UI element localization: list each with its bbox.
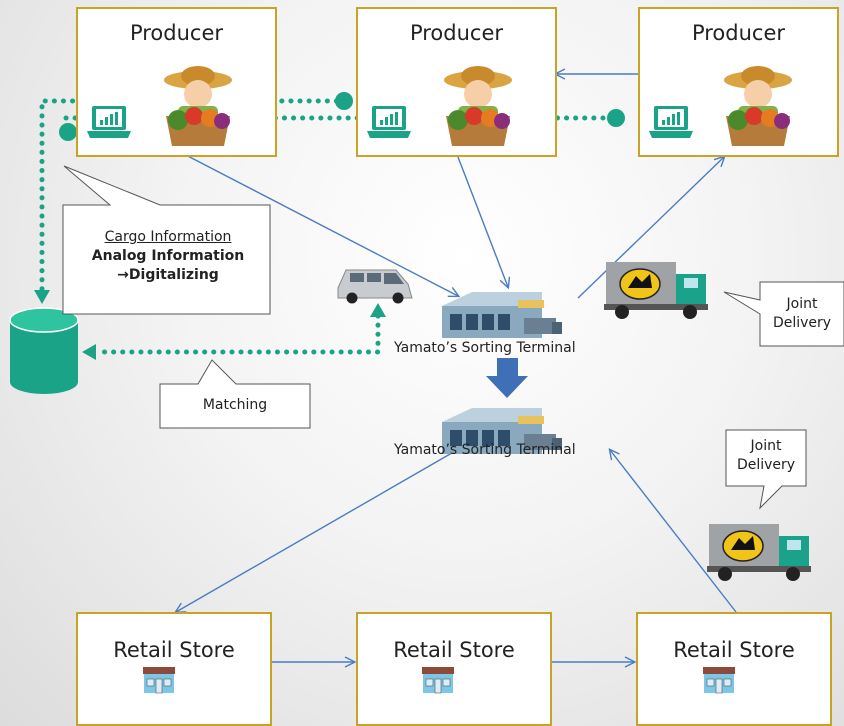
delivery-truck-icon	[706, 523, 812, 582]
flow-arrow-producer1-terminal	[179, 151, 458, 296]
producer-label: Producer	[129, 21, 224, 45]
shop-icon	[702, 666, 736, 694]
flow-arrow-terminal-producer3	[577, 157, 724, 299]
producer-label: Producer	[691, 21, 786, 45]
data-dot-producer1	[59, 123, 77, 141]
shop-icon	[142, 666, 176, 694]
digitalizing-text: →Digitalizing	[117, 267, 219, 283]
data-line-bottom	[93, 313, 381, 355]
callout-joint-delivery-1-text: Joint Delivery	[760, 295, 844, 333]
farmer-with-vegetables-icon	[444, 66, 512, 146]
callout-cargo-text: Cargo Information Analog Information →Di…	[66, 228, 270, 285]
retail-store-box-2: Retail Store	[356, 612, 552, 726]
data-arrowhead-db	[34, 290, 50, 304]
down-arrow	[486, 358, 528, 398]
flow-arrow-terminal2-store1	[176, 445, 465, 612]
flow-arrow-producer2-terminal	[457, 156, 508, 287]
data-line-top	[39, 98, 345, 301]
retail-store-label: Retail Store	[393, 638, 515, 662]
data-dot-producer2	[335, 92, 353, 110]
callout-joint-delivery-2-text: Joint Delivery	[726, 437, 806, 475]
joint-text: Joint	[750, 438, 782, 454]
terminal-label-1: Yamato’s Sorting Terminal	[394, 340, 576, 356]
callout-joint-delivery-2-shape	[725, 429, 807, 510]
shop-icon	[421, 666, 455, 694]
cargo-info-heading: Cargo Information	[104, 229, 232, 245]
delivery-text: Delivery	[772, 315, 832, 331]
delivery-text: Delivery	[736, 457, 796, 473]
callout-joint-delivery-1-shape	[723, 281, 844, 347]
laptop-icon	[367, 106, 411, 138]
callout-cargo-shape	[62, 165, 271, 315]
flow-arrow-store3-terminal2	[610, 450, 737, 613]
laptop-icon	[87, 106, 131, 138]
joint-text: Joint	[786, 296, 818, 312]
terminal-label-2: Yamato’s Sorting Terminal	[394, 442, 576, 458]
callout-matching-text: Matching	[202, 397, 268, 413]
callout-matching-shape	[159, 359, 311, 429]
retail-store-label: Retail Store	[673, 638, 795, 662]
analog-info-text: Analog Information	[91, 248, 245, 264]
laptop-icon	[649, 106, 693, 138]
farmer-with-vegetables-icon	[164, 66, 232, 146]
farmer-with-vegetables-icon	[724, 66, 792, 146]
retail-store-label: Retail Store	[113, 638, 235, 662]
data-arrowhead-van	[370, 303, 386, 317]
database-icon	[9, 307, 79, 394]
producer-label: Producer	[409, 21, 504, 45]
warehouse-icon	[442, 292, 562, 338]
retail-store-box-1: Retail Store	[76, 612, 272, 726]
data-dot-producer3	[607, 109, 625, 127]
data-arrowhead-left	[82, 344, 96, 360]
delivery-truck-icon	[603, 261, 709, 320]
van-icon	[337, 269, 413, 304]
